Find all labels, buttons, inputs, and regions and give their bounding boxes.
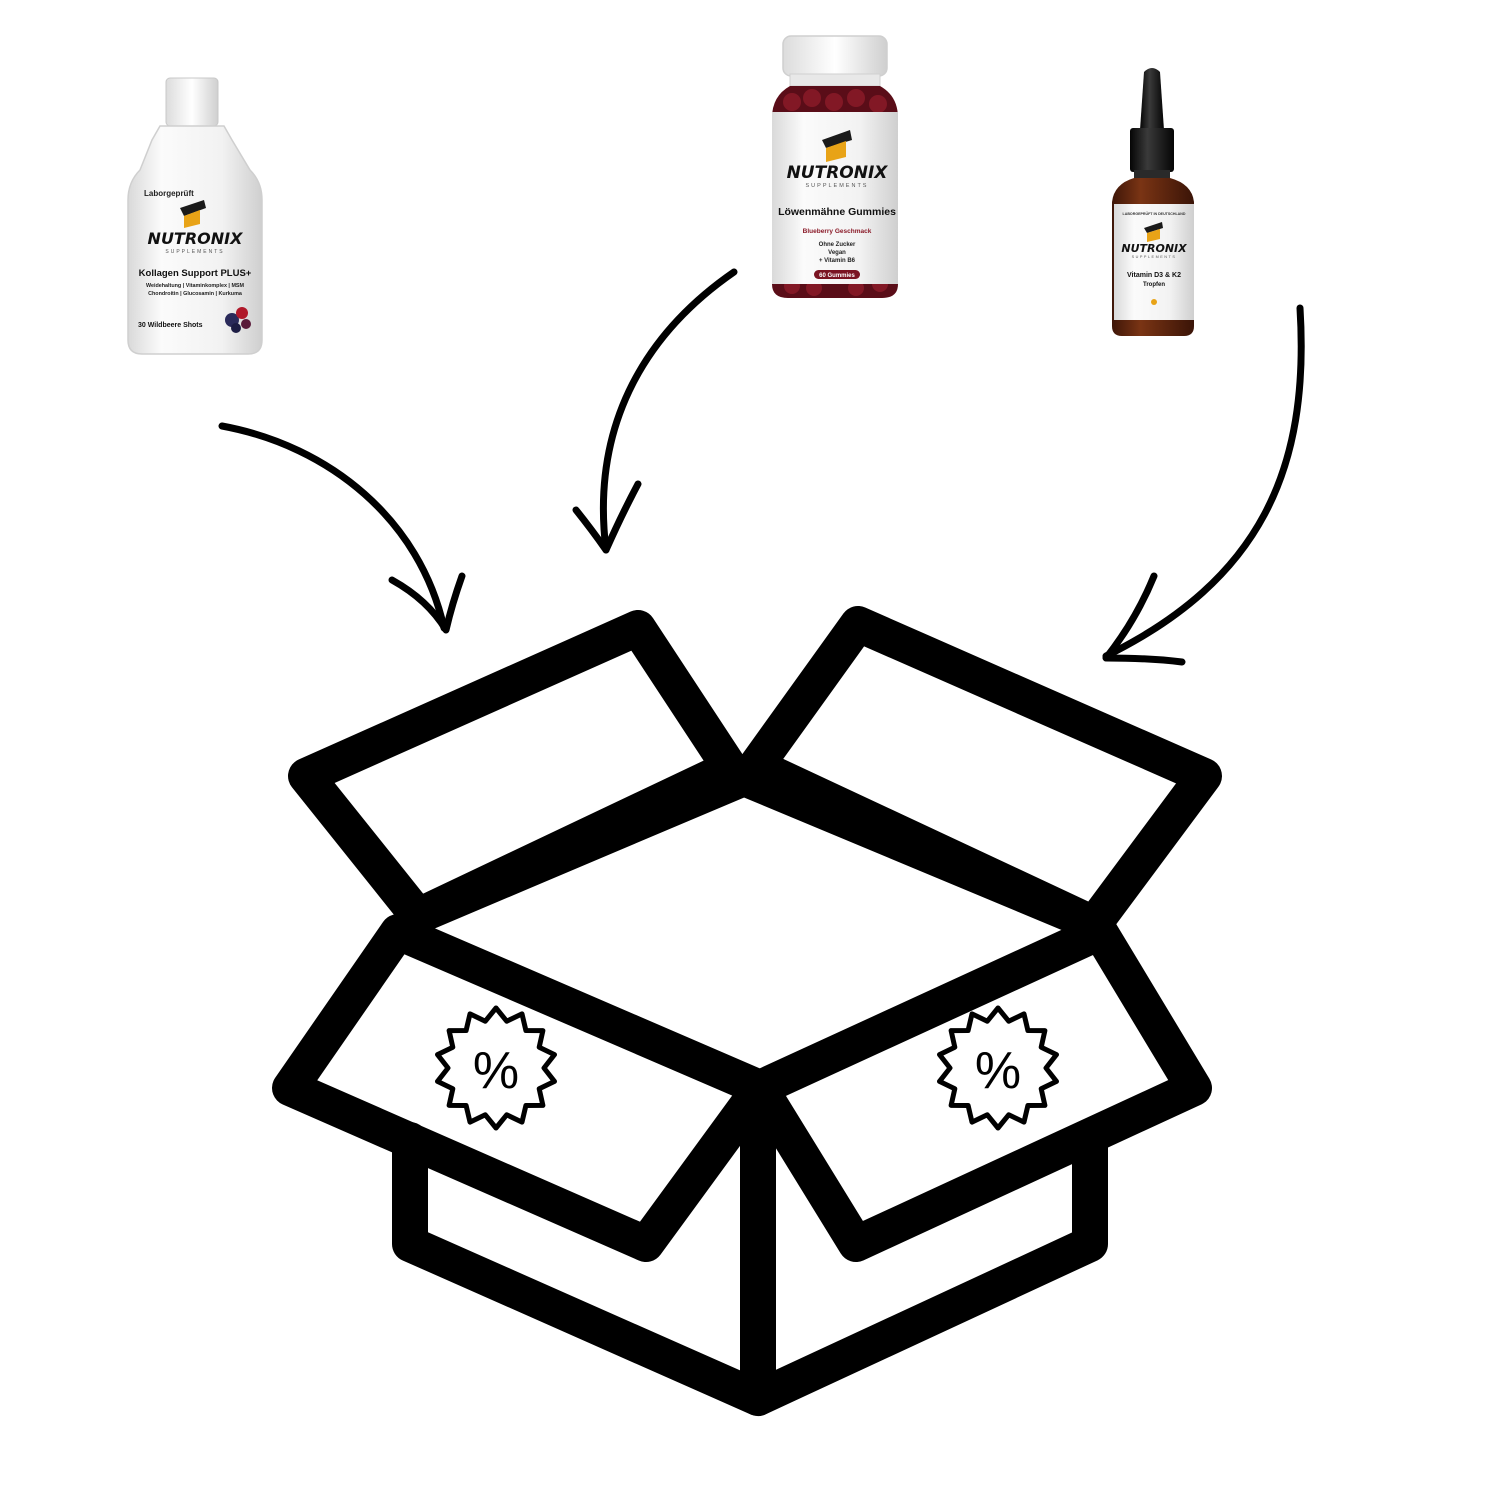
dropper-product-name-2: Tropfen <box>1143 282 1165 288</box>
kollagen-subline-1: Weidehaltung | Vitaminkomplex | MSM <box>146 283 245 289</box>
product-kollagen-bottle: Laborgeprüft NUTRONIX SUPPLEMENTS Kollag… <box>127 77 263 355</box>
arrow-right-icon <box>1102 304 1305 666</box>
dropper-brand: NUTRONIX <box>1121 242 1187 255</box>
kollagen-badge: Laborgeprüft <box>144 189 194 198</box>
bottle-body <box>127 125 263 355</box>
dropper-badge: LABORGEPRÜFT IN DEUTSCHLAND <box>1123 211 1186 216</box>
arrow-middle-icon <box>572 268 738 554</box>
gummies-brand-sub: SUPPLEMENTS <box>806 183 869 189</box>
nutronix-logo-icon <box>180 200 206 228</box>
arrow-left-icon <box>218 422 466 634</box>
dropper-bulb <box>1140 68 1164 130</box>
discount-badge-left: % <box>435 1005 557 1131</box>
open-box-icon <box>272 606 1222 1416</box>
jar-lid <box>782 35 888 77</box>
gummies-feature-1: Ohne Zucker <box>819 242 856 248</box>
nutronix-logo-icon <box>1144 222 1163 242</box>
gummies-feature-3: + Vitamin B6 <box>819 258 856 264</box>
kollagen-subline-2: Chondroitin | Glucosamin | Kurkuma <box>148 291 243 297</box>
dropper-collar <box>1130 128 1174 172</box>
discount-burst-icon <box>937 1005 1059 1131</box>
gummies-flavor: Blueberry Geschmack <box>803 228 872 235</box>
kollagen-brand-sub: SUPPLEMENTS <box>165 249 224 255</box>
kollagen-brand: NUTRONIX <box>148 229 244 248</box>
gummies-count: 60 Gummies <box>819 273 855 279</box>
bottle-cap <box>165 77 219 127</box>
kollagen-footer: 30 Wildbeere Shots <box>138 322 203 329</box>
discount-badge-right: % <box>937 1005 1059 1131</box>
gummies-brand: NUTRONIX <box>787 163 889 183</box>
product-gummies-jar: NUTRONIX SUPPLEMENTS Löwenmähne Gummies … <box>772 35 898 298</box>
discount-percent-right: % <box>975 1042 1021 1100</box>
dropper-brand-sub: SUPPLEMENTS <box>1132 255 1177 259</box>
sun-dot-icon <box>1151 299 1157 305</box>
gummies-product-name: Löwenmähne Gummies <box>778 206 896 218</box>
gummies-count-badge <box>814 270 860 279</box>
nutronix-logo-icon <box>822 130 852 162</box>
box-flap-front-left <box>272 914 778 1262</box>
discount-burst-icon <box>435 1005 557 1131</box>
kollagen-product-name: Kollagen Support PLUS+ <box>139 268 252 279</box>
gummies-feature-2: Vegan <box>828 250 846 256</box>
discount-percent-left: % <box>473 1042 519 1100</box>
dropper-product-name: Vitamin D3 & K2 <box>1127 272 1181 279</box>
product-dropper-bottle: LABORGEPRÜFT IN DEUTSCHLAND NUTRONIX SUP… <box>1112 68 1194 336</box>
berries-icon <box>225 307 251 333</box>
box-flap-front-right <box>742 914 1212 1262</box>
